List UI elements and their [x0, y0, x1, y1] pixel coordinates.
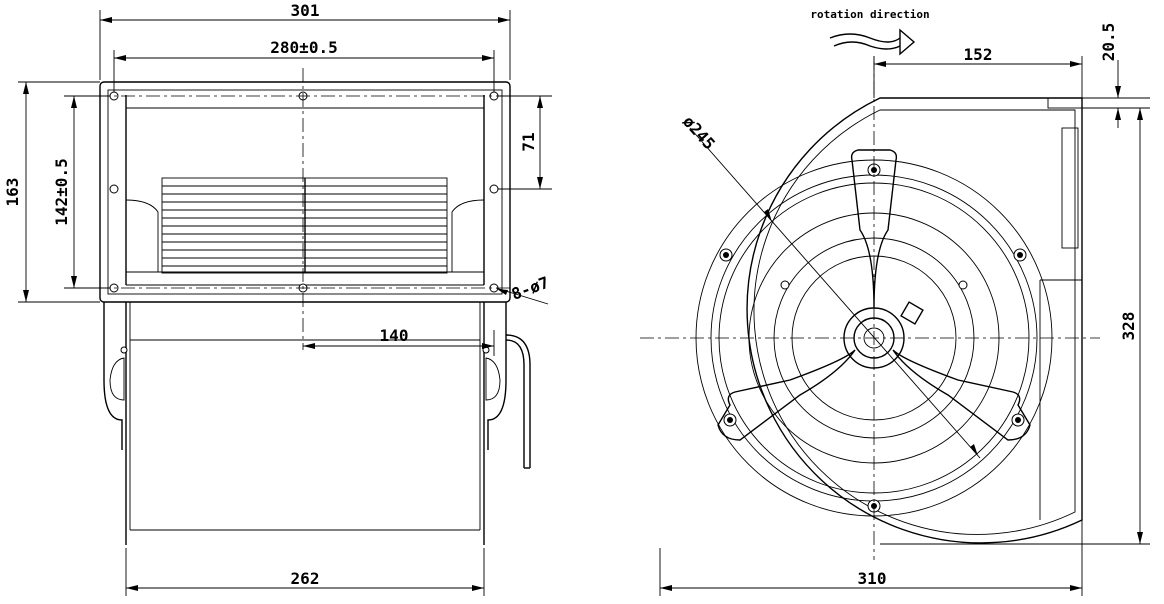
- label-163: 163: [3, 178, 22, 207]
- side-dimensions: [659, 56, 1150, 596]
- side-view: [640, 28, 1100, 560]
- label-rotation-direction: rotation direction: [810, 8, 929, 21]
- label-142: 142±0.5: [52, 158, 71, 225]
- label-20-5: 20.5: [1099, 23, 1118, 62]
- impeller-blades: [161, 177, 448, 274]
- label-301: 301: [291, 1, 320, 20]
- mounting-holes: [109, 91, 499, 293]
- label-140: 140: [380, 326, 409, 345]
- front-dimensions: [18, 10, 552, 596]
- label-8-holes: 8-ø7: [509, 273, 552, 304]
- mounting-screws: [719, 163, 1027, 513]
- label-280: 280±0.5: [270, 38, 337, 57]
- label-262: 262: [291, 569, 320, 588]
- label-310: 310: [858, 569, 887, 588]
- label-diameter-245: ø245: [679, 112, 719, 153]
- label-71: 71: [519, 132, 538, 151]
- front-view: [96, 68, 531, 545]
- label-328: 328: [1119, 312, 1138, 341]
- label-152: 152: [964, 45, 993, 64]
